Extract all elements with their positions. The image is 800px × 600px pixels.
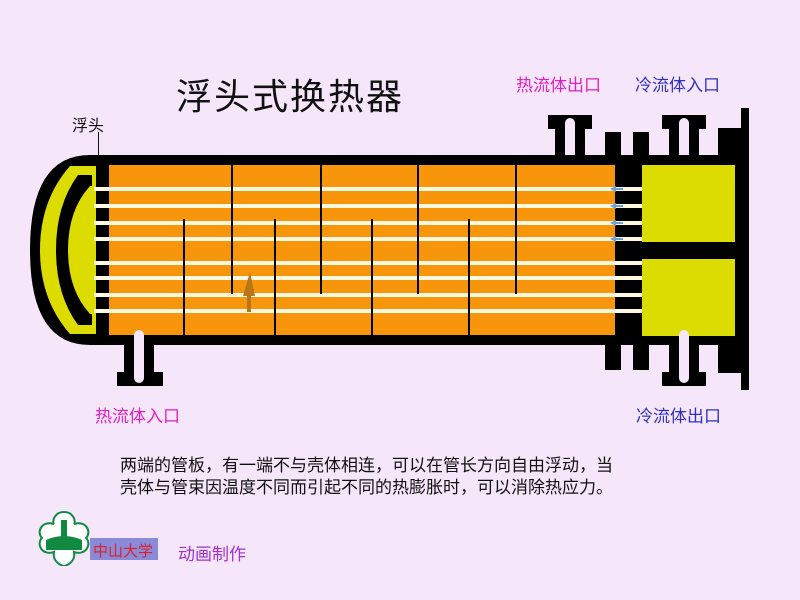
floating-head-label: 浮头 [72, 116, 105, 135]
floating-head-leader-line [98, 132, 99, 156]
hot-fluid-inlet-label: 热流体入口 [95, 407, 180, 427]
university-logo: 中山大学 [38, 510, 158, 566]
description-line-1: 两端的管板，有一端不与壳体相连，可以在管长方向自由浮动，当 [120, 456, 613, 476]
tube-flow-arrow-icons [610, 186, 623, 242]
baffles [183, 165, 517, 335]
cold-fluid-inlet-label: 冷流体入口 [635, 76, 720, 96]
description: 两端的管板，有一端不与壳体相连，可以在管长方向自由浮动，当 壳体与管束因温度不同… [120, 455, 740, 499]
tube-bundle [94, 187, 642, 313]
credit-text: 动画制作 [178, 545, 246, 565]
description-line-2: 壳体与管束因温度不同而引起不同的热膨胀时，可以消除热应力。 [120, 478, 613, 498]
university-name: 中山大学 [93, 542, 153, 560]
shell-side-fluid [109, 165, 615, 335]
hot-inlet-nozzle [117, 330, 163, 386]
channel-upper [642, 165, 735, 242]
shell-flow-arrow-icon [243, 272, 255, 312]
channel-lower [642, 259, 735, 336]
page-title: 浮头式换热器 [176, 77, 405, 118]
cold-fluid-outlet-label: 冷流体出口 [636, 407, 721, 427]
cold-outlet-nozzle [662, 330, 706, 386]
hot-fluid-outlet-label: 热流体出口 [516, 76, 601, 96]
